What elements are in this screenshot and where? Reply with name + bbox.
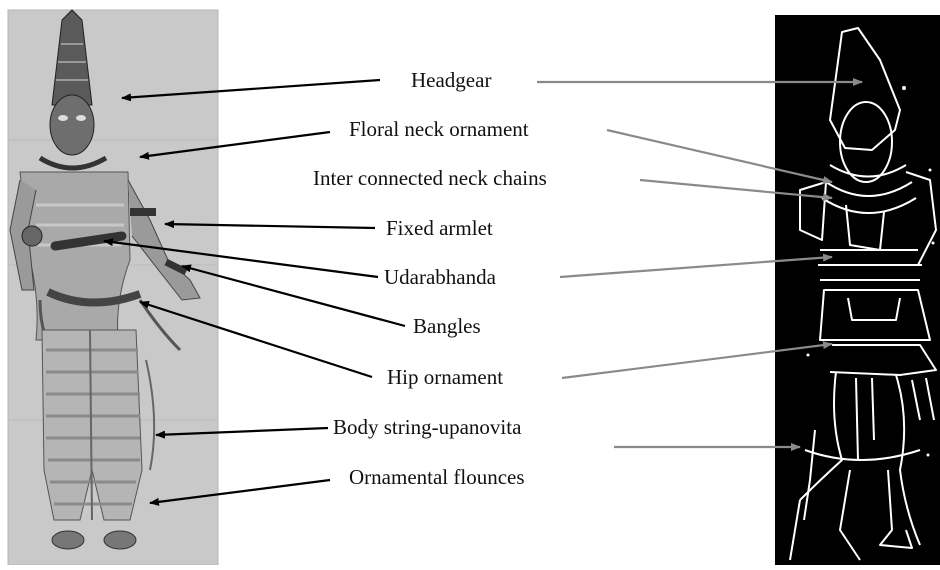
label-floral-neck-ornament: Floral neck ornament (349, 119, 529, 140)
label-headgear: Headgear (411, 70, 491, 91)
label-inter-connected-neck-chains: Inter connected neck chains (313, 168, 547, 189)
label-body-string-upanovita: Body string-upanovita (333, 417, 521, 438)
label-ornamental-flounces: Ornamental flounces (349, 467, 525, 488)
label-hip-ornament: Hip ornament (387, 367, 503, 388)
label-fixed-armlet: Fixed armlet (386, 218, 493, 239)
label-udarabhanda: Udarabhanda (384, 267, 496, 288)
label-bangles: Bangles (413, 316, 481, 337)
tracing-figure-image (775, 15, 940, 565)
